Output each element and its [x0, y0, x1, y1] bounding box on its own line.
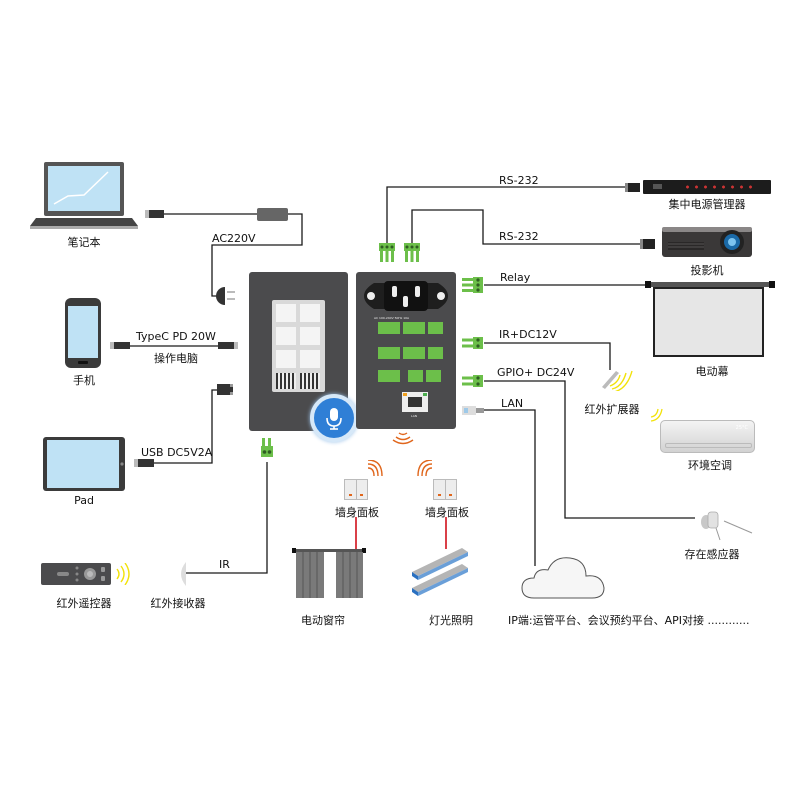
ac-power-socket-icon	[364, 281, 448, 311]
lighting-icon	[412, 548, 468, 596]
ir-receiver-icon	[181, 562, 186, 586]
power-spec-label: AC 100-240V 50Hz 10A	[374, 316, 410, 320]
relay-label: Relay	[500, 271, 531, 284]
cloud-icon	[521, 557, 605, 599]
air-conditioner-icon: 25°C	[660, 420, 755, 453]
gpio-dc24-label: GPIO+ DC24V	[497, 366, 575, 379]
typec-plug-left-icon	[110, 342, 130, 349]
ir-extender-label: 红外扩展器	[584, 403, 640, 416]
projector-label: 投影机	[690, 264, 724, 277]
lan-label: LAN	[501, 397, 524, 410]
ir-remote-label: 红外遥控器	[56, 597, 112, 610]
gpio-terminal	[428, 322, 443, 334]
wall-panel-1-label: 墙身面板	[335, 506, 379, 519]
wire-ir-extender	[484, 342, 611, 370]
ir-dc12-terminal-icon	[462, 337, 483, 349]
lan-plug-icon	[462, 406, 484, 415]
power-manager-icon	[643, 180, 771, 194]
microphone-button[interactable]	[310, 394, 358, 442]
laptop-label: 笔记本	[67, 236, 101, 249]
rs232-label-2: RS-232	[499, 230, 539, 243]
usb-plug-pad-icon	[134, 459, 154, 467]
usb-label: USB DC5V2A	[141, 446, 213, 459]
wall-panel-2-label: 墙身面板	[425, 506, 469, 519]
key-button-5[interactable]	[276, 350, 296, 368]
24v-terminal	[426, 370, 441, 382]
ip-platform-label: IP端:运管平台、会议预约平台、API对接 ............	[508, 614, 750, 627]
ir-extender-icon	[602, 370, 633, 391]
rs232-label-1: RS-232	[499, 174, 539, 187]
tablet-icon	[43, 437, 125, 491]
12v-terminal	[408, 370, 423, 382]
wall-panel-2-icon[interactable]	[433, 479, 457, 500]
wall-panel-1-wave-icon	[367, 460, 383, 477]
microphone-icon	[326, 408, 342, 430]
key-button-3[interactable]	[276, 327, 296, 345]
lan-port-label: LAN	[411, 414, 418, 418]
wall-panel-2-wave-icon	[417, 460, 433, 477]
ac220v-label: AC220V	[212, 232, 256, 245]
typec-sub-label: 操作电脑	[154, 352, 198, 365]
rs232-plug-2-icon	[640, 239, 655, 249]
ir-terminal-icon	[261, 438, 273, 457]
phone-label: 手机	[73, 374, 95, 387]
wire-pad-usb	[150, 389, 220, 464]
ac-wave-icon	[650, 408, 663, 422]
power-adapter-icon	[257, 208, 288, 221]
com2-terminal	[403, 322, 425, 334]
pad-label: Pad	[74, 494, 94, 507]
wireless-signal-icon	[392, 432, 414, 445]
wire-ir-receiver	[185, 462, 268, 574]
projector-screen-icon	[645, 281, 775, 288]
controller-back-panel: AC 100-240V 50Hz 10A LAN	[356, 272, 456, 429]
wire-lan-cloud	[484, 409, 536, 566]
gpio-terminal-icon	[462, 375, 483, 387]
occupancy-sensor-icon	[701, 511, 719, 529]
rs232-terminal-2-icon	[404, 243, 420, 262]
speaker-grille-left	[276, 373, 296, 389]
power-plug-icon	[216, 287, 235, 305]
ir-receiver-label: 红外接收器	[150, 597, 206, 610]
rs232-plug-1-icon	[625, 183, 640, 192]
laptop-icon	[30, 162, 138, 229]
key-button-1[interactable]	[276, 304, 296, 322]
ir-dc12-label: IR+DC12V	[499, 328, 557, 341]
button-keypad	[272, 300, 325, 392]
lighting-label: 灯光照明	[429, 614, 473, 627]
relay2-terminal	[403, 347, 425, 359]
ir-label: IR	[219, 558, 230, 571]
rs232-terminal-1-icon	[379, 243, 395, 262]
screen-surface	[653, 287, 764, 357]
speaker-grille-right	[300, 373, 320, 389]
typec-plug-right-icon	[218, 342, 238, 349]
irout-terminal	[428, 347, 443, 359]
occupancy-sensor-label: 存在感应器	[684, 548, 740, 561]
curtain-icon	[292, 548, 366, 598]
screen-label: 电动幕	[695, 365, 729, 378]
com1-terminal	[378, 322, 400, 334]
key-button-2[interactable]	[300, 304, 320, 322]
phone-icon	[65, 298, 101, 368]
relay1-terminal	[378, 347, 400, 359]
key-button-4[interactable]	[300, 327, 320, 345]
relay-terminal-icon	[462, 277, 483, 293]
wire-gpio-sensor	[484, 380, 695, 519]
wire-rs232-projector	[411, 209, 640, 245]
wire-laptop-power	[160, 213, 303, 297]
projector-icon	[662, 227, 752, 257]
lan-port[interactable]	[402, 392, 428, 412]
air-conditioner-label: 环境空调	[688, 459, 732, 472]
key-button-6[interactable]	[300, 350, 320, 368]
irin-terminal	[378, 370, 400, 382]
wire-rs232-power-manager	[386, 186, 625, 244]
typec-label: TypeC PD 20W	[136, 330, 216, 343]
power-manager-label: 集中电源管理器	[668, 198, 746, 211]
dc-plug-icon	[145, 210, 164, 218]
curtain-label: 电动窗帘	[301, 614, 345, 627]
usb-plug-icon	[217, 384, 233, 395]
wall-panel-1-icon[interactable]	[344, 479, 368, 500]
ir-remote-icon	[41, 563, 130, 585]
ac-temperature-display: 25°C	[735, 425, 748, 431]
